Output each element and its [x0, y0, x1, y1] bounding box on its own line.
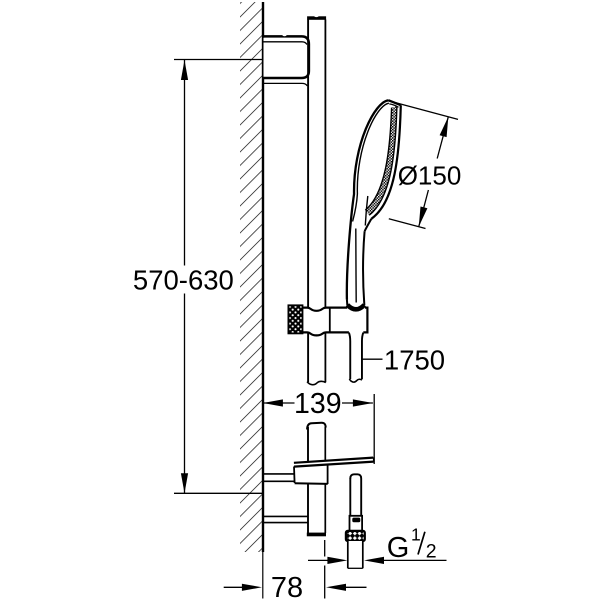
svg-text:78: 78	[271, 572, 303, 600]
svg-text:1: 1	[411, 525, 421, 545]
svg-text:2: 2	[426, 540, 437, 562]
svg-text:1750: 1750	[384, 345, 445, 376]
svg-text:139: 139	[294, 388, 342, 420]
svg-text:570-630: 570-630	[133, 264, 234, 295]
svg-text:G: G	[387, 532, 410, 564]
svg-text:Ø150: Ø150	[398, 160, 462, 190]
